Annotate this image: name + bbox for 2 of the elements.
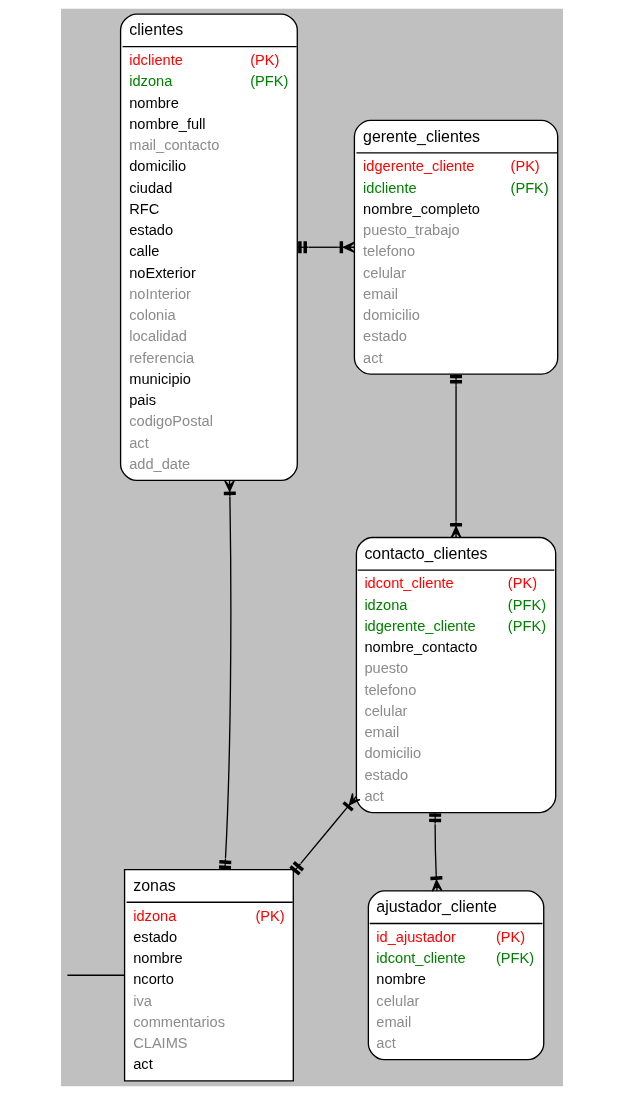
connector	[66, 974, 126, 976]
connector	[289, 792, 361, 876]
